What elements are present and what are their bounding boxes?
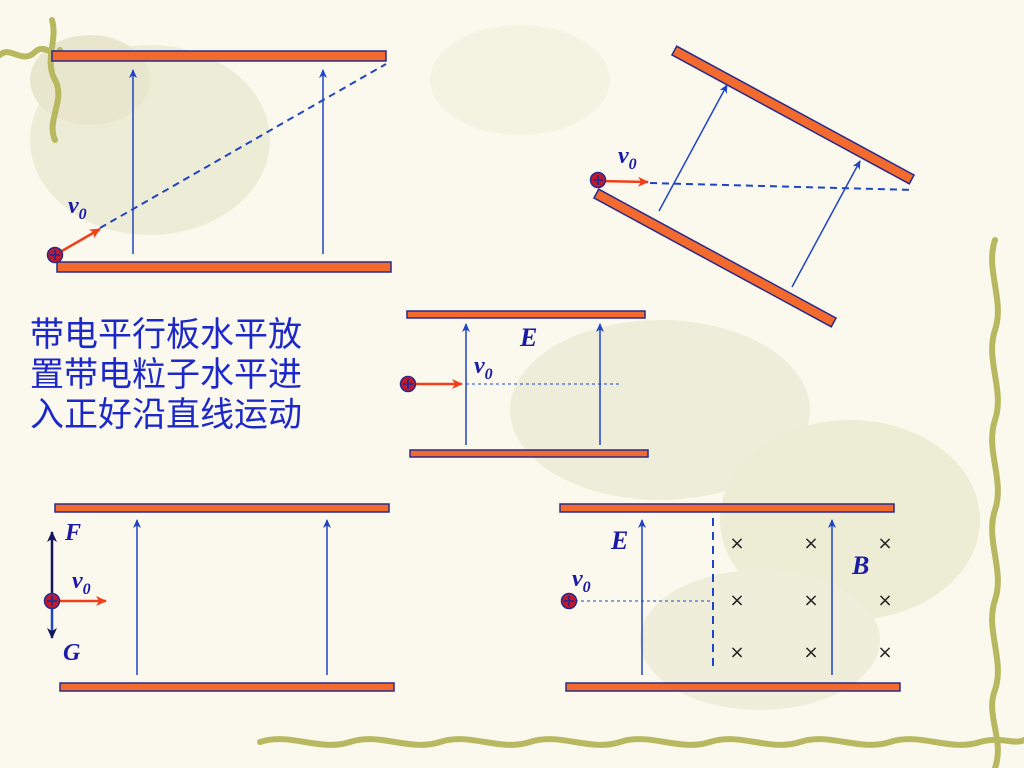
- cross-into-page-icon: ×: [803, 642, 818, 663]
- positive-charge-icon: [560, 592, 578, 610]
- top-plate: [54, 503, 390, 513]
- electric-field-label: E: [519, 323, 537, 352]
- caption-line: 带电平行板水平放: [30, 315, 302, 355]
- flower-blob-decoration: [430, 25, 610, 135]
- bottom-plate: [409, 449, 649, 458]
- trajectory-dashed-line: [649, 182, 915, 191]
- velocity-label: v0: [572, 566, 591, 596]
- positive-charge-icon: [46, 246, 64, 264]
- velocity-label: v0: [618, 143, 637, 173]
- caption-line: 入正好沿直线运动: [30, 395, 302, 435]
- magnetic-field-label: B: [851, 551, 869, 580]
- velocity-arrow: [597, 176, 649, 187]
- positive-charge-icon: [589, 171, 607, 189]
- electric-field-label: E: [610, 526, 628, 555]
- flower-blob-decoration: [640, 570, 880, 710]
- cross-into-page-icon: ×: [729, 533, 744, 554]
- diagram-forces: F G v0: [43, 503, 395, 692]
- trajectory-dashed-line: [99, 63, 387, 229]
- top-plate: [406, 310, 646, 319]
- field-line: [658, 84, 728, 212]
- bottom-plate: [565, 682, 901, 692]
- positive-charge-icon: [399, 375, 417, 393]
- vine-decoration: [0, 17, 1024, 768]
- upper-tilted-plate: [670, 45, 916, 185]
- diagram-crossed-fields: × × × × × × × × × E B v0: [559, 503, 901, 692]
- diagram-electric-field: E v0: [399, 310, 649, 458]
- bottom-plate: [59, 682, 395, 692]
- velocity-arrow: [54, 227, 101, 257]
- cross-into-page-icon: ×: [877, 533, 892, 554]
- top-plate: [51, 50, 387, 62]
- caption-line: 置带电粒子水平进: [30, 355, 302, 395]
- cross-into-page-icon: ×: [729, 642, 744, 663]
- cross-into-page-icon: ×: [877, 642, 892, 663]
- cross-into-page-icon: ×: [877, 590, 892, 611]
- cross-into-page-icon: ×: [803, 590, 818, 611]
- vine-left: [47, 17, 62, 143]
- flower-blob-decoration: [720, 420, 980, 620]
- gravity-label: G: [63, 640, 81, 666]
- magnetic-field-crosses: × × × × × × × × ×: [729, 533, 892, 663]
- vine-bottom: [257, 736, 1024, 748]
- diagram-angled-entry: v0: [46, 50, 392, 273]
- velocity-label: v0: [72, 568, 91, 598]
- field-line: [791, 160, 861, 288]
- velocity-label: v0: [68, 193, 87, 223]
- cross-into-page-icon: ×: [729, 590, 744, 611]
- velocity-label: v0: [474, 353, 493, 383]
- vine-right: [989, 237, 1001, 768]
- slide-caption: 带电平行板水平放 置带电粒子水平进 入正好沿直线运动: [30, 315, 370, 435]
- positive-charge-icon: [43, 592, 61, 610]
- force-label: F: [64, 520, 81, 546]
- diagram-tilted-plates: v0: [589, 45, 916, 328]
- lower-tilted-plate: [592, 188, 838, 328]
- bottom-plate: [56, 261, 392, 273]
- cross-into-page-icon: ×: [803, 533, 818, 554]
- top-plate: [559, 503, 895, 513]
